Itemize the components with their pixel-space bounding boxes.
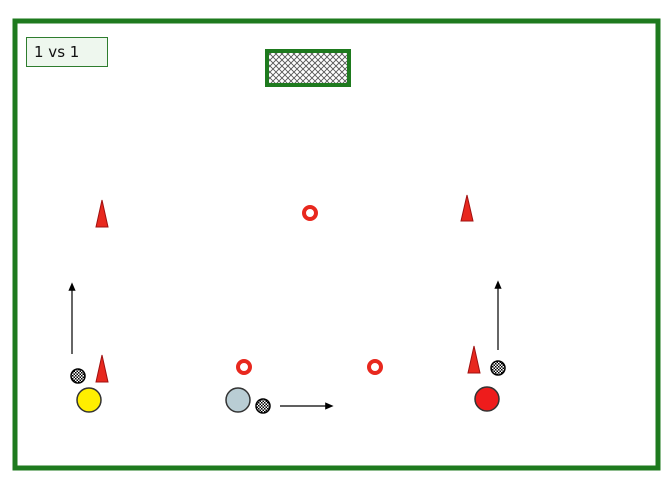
drill-title: 1 vs 1	[26, 37, 108, 67]
cone	[460, 194, 474, 222]
soccer-ball	[490, 360, 506, 376]
player-yellow	[76, 387, 102, 413]
soccer-ball	[255, 398, 271, 414]
goal-net	[265, 49, 351, 87]
player-grey	[225, 387, 251, 413]
player-red	[474, 386, 500, 412]
field-boundary	[12, 18, 661, 471]
cone	[95, 354, 109, 383]
disc-marker	[236, 359, 252, 375]
soccer-ball	[70, 368, 86, 384]
cone	[467, 345, 481, 374]
disc-marker	[302, 205, 318, 221]
disc-marker	[367, 359, 383, 375]
cone	[95, 199, 109, 228]
